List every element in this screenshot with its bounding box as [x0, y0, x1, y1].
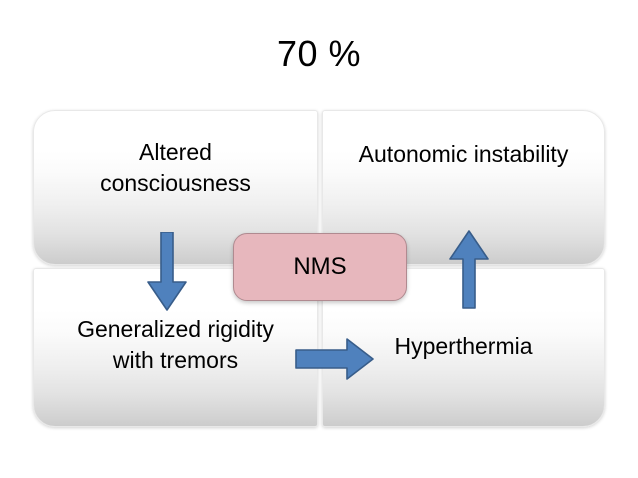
center-node-nms[interactable]: NMS	[233, 233, 407, 301]
quadrant-altered-consciousness[interactable]: Altered consciousness	[33, 110, 318, 265]
arrow-right-icon	[295, 338, 375, 380]
arrow-down-icon	[143, 232, 191, 312]
quadrant-label: Generalized rigidity with tremors	[77, 315, 274, 373]
page-title: 70 %	[276, 33, 362, 74]
quadrant-label: Hyperthermia	[394, 333, 533, 359]
quadrant-label: Autonomic instability	[358, 141, 569, 167]
arrow-up-icon	[446, 229, 492, 309]
center-node-label: NMS	[293, 253, 347, 280]
quadrant-label: Altered consciousness	[100, 139, 251, 196]
